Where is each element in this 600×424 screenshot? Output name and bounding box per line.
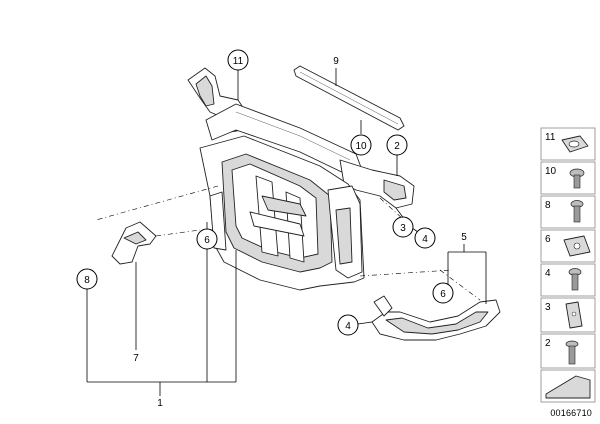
callout-8[interactable]: 8 — [76, 268, 98, 290]
callout-11[interactable]: 11 — [227, 49, 249, 71]
leader-lines — [86, 68, 487, 396]
washer-bolt-icon — [565, 340, 579, 365]
callout-11-label: 11 — [233, 56, 244, 67]
callout-2-label: 2 — [394, 141, 400, 152]
callout-9-label: 9 — [333, 56, 339, 67]
legend-item-2-label: 2 — [545, 338, 551, 349]
callout-2[interactable]: 2 — [386, 134, 408, 156]
assembly-lines — [95, 185, 481, 301]
callout-5-label: 5 — [461, 232, 467, 243]
part-7-bracket — [111, 221, 157, 265]
callout-10-label: 10 — [355, 141, 367, 152]
legend-item-8[interactable]: 8 — [540, 195, 596, 229]
bracket-plate-icon — [565, 301, 583, 329]
callout-4-upper[interactable]: 4 — [414, 227, 436, 249]
front-panel-carrier — [187, 67, 415, 291]
callout-5[interactable]: 5 — [461, 232, 467, 243]
legend-item-10-label: 10 — [545, 166, 557, 177]
hardware-legend: 11 10 8 6 — [540, 127, 596, 403]
legend-item-pad[interactable] — [540, 369, 596, 403]
callout-1[interactable]: 1 — [157, 398, 163, 409]
hex-bolt-icon — [568, 268, 582, 291]
callout-6-right-label: 6 — [440, 289, 446, 300]
callout-6-left[interactable]: 6 — [196, 228, 218, 250]
clip-nut-icon — [561, 135, 589, 153]
legend-item-8-label: 8 — [545, 200, 551, 211]
bolt-icon — [570, 200, 584, 223]
callout-1-label: 1 — [157, 398, 163, 409]
callout-6-right[interactable]: 6 — [432, 282, 454, 304]
legend-item-3-label: 3 — [545, 302, 551, 313]
callout-7[interactable]: 7 — [133, 353, 139, 364]
callout-4-lower-label: 4 — [345, 321, 351, 332]
legend-item-4-label: 4 — [545, 268, 551, 279]
callout-4-upper-label: 4 — [422, 234, 428, 245]
legend-item-2[interactable]: 2 — [540, 333, 596, 369]
callout-10[interactable]: 10 — [350, 134, 372, 156]
callout-8-label: 8 — [84, 275, 90, 286]
legend-item-11-label: 11 — [545, 132, 556, 143]
legend-item-6[interactable]: 6 — [540, 229, 596, 263]
speed-nut-icon — [563, 235, 591, 257]
legend-item-11[interactable]: 11 — [540, 127, 596, 161]
screw-icon — [569, 168, 585, 189]
legend-item-4[interactable]: 4 — [540, 263, 596, 297]
callout-7-label: 7 — [133, 353, 139, 364]
legend-item-3[interactable]: 3 — [540, 297, 596, 333]
legend-item-6-label: 6 — [545, 234, 551, 245]
callout-9[interactable]: 9 — [333, 56, 339, 67]
foam-pad-icon — [545, 375, 591, 399]
callout-6-left-label: 6 — [204, 235, 210, 246]
part-5-lower-bracket — [371, 295, 501, 341]
callout-3[interactable]: 3 — [392, 216, 414, 238]
callout-4-lower[interactable]: 4 — [337, 314, 359, 336]
legend-item-10[interactable]: 10 — [540, 161, 596, 195]
diagram-code: 00166710 — [550, 408, 592, 418]
callout-3-label: 3 — [400, 223, 406, 234]
part-9-strip — [293, 65, 405, 131]
